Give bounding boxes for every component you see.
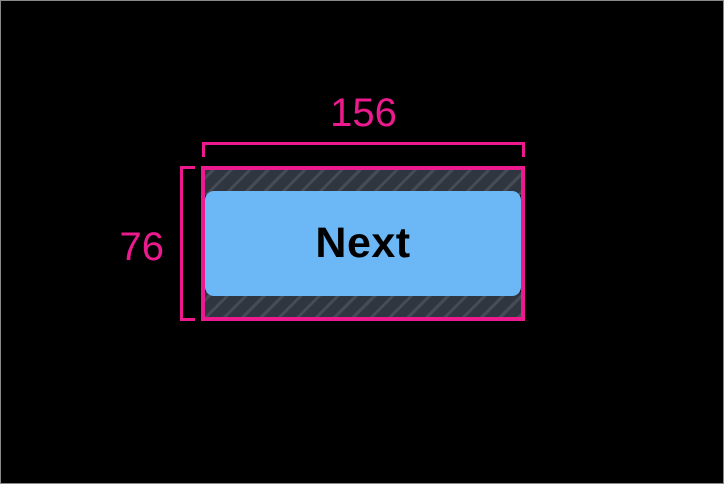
height-dimension-bracket: [180, 166, 195, 321]
measured-element[interactable]: Next: [201, 166, 525, 321]
next-button[interactable]: Next: [205, 191, 521, 296]
hatched-padding-band-bottom: [205, 292, 521, 317]
width-dimension-label: 156: [330, 91, 397, 135]
hatched-padding-band-top: [205, 170, 521, 195]
next-button-label: Next: [315, 219, 411, 267]
width-dimension-bracket: [202, 142, 525, 157]
height-dimension-label: 76: [119, 225, 165, 269]
